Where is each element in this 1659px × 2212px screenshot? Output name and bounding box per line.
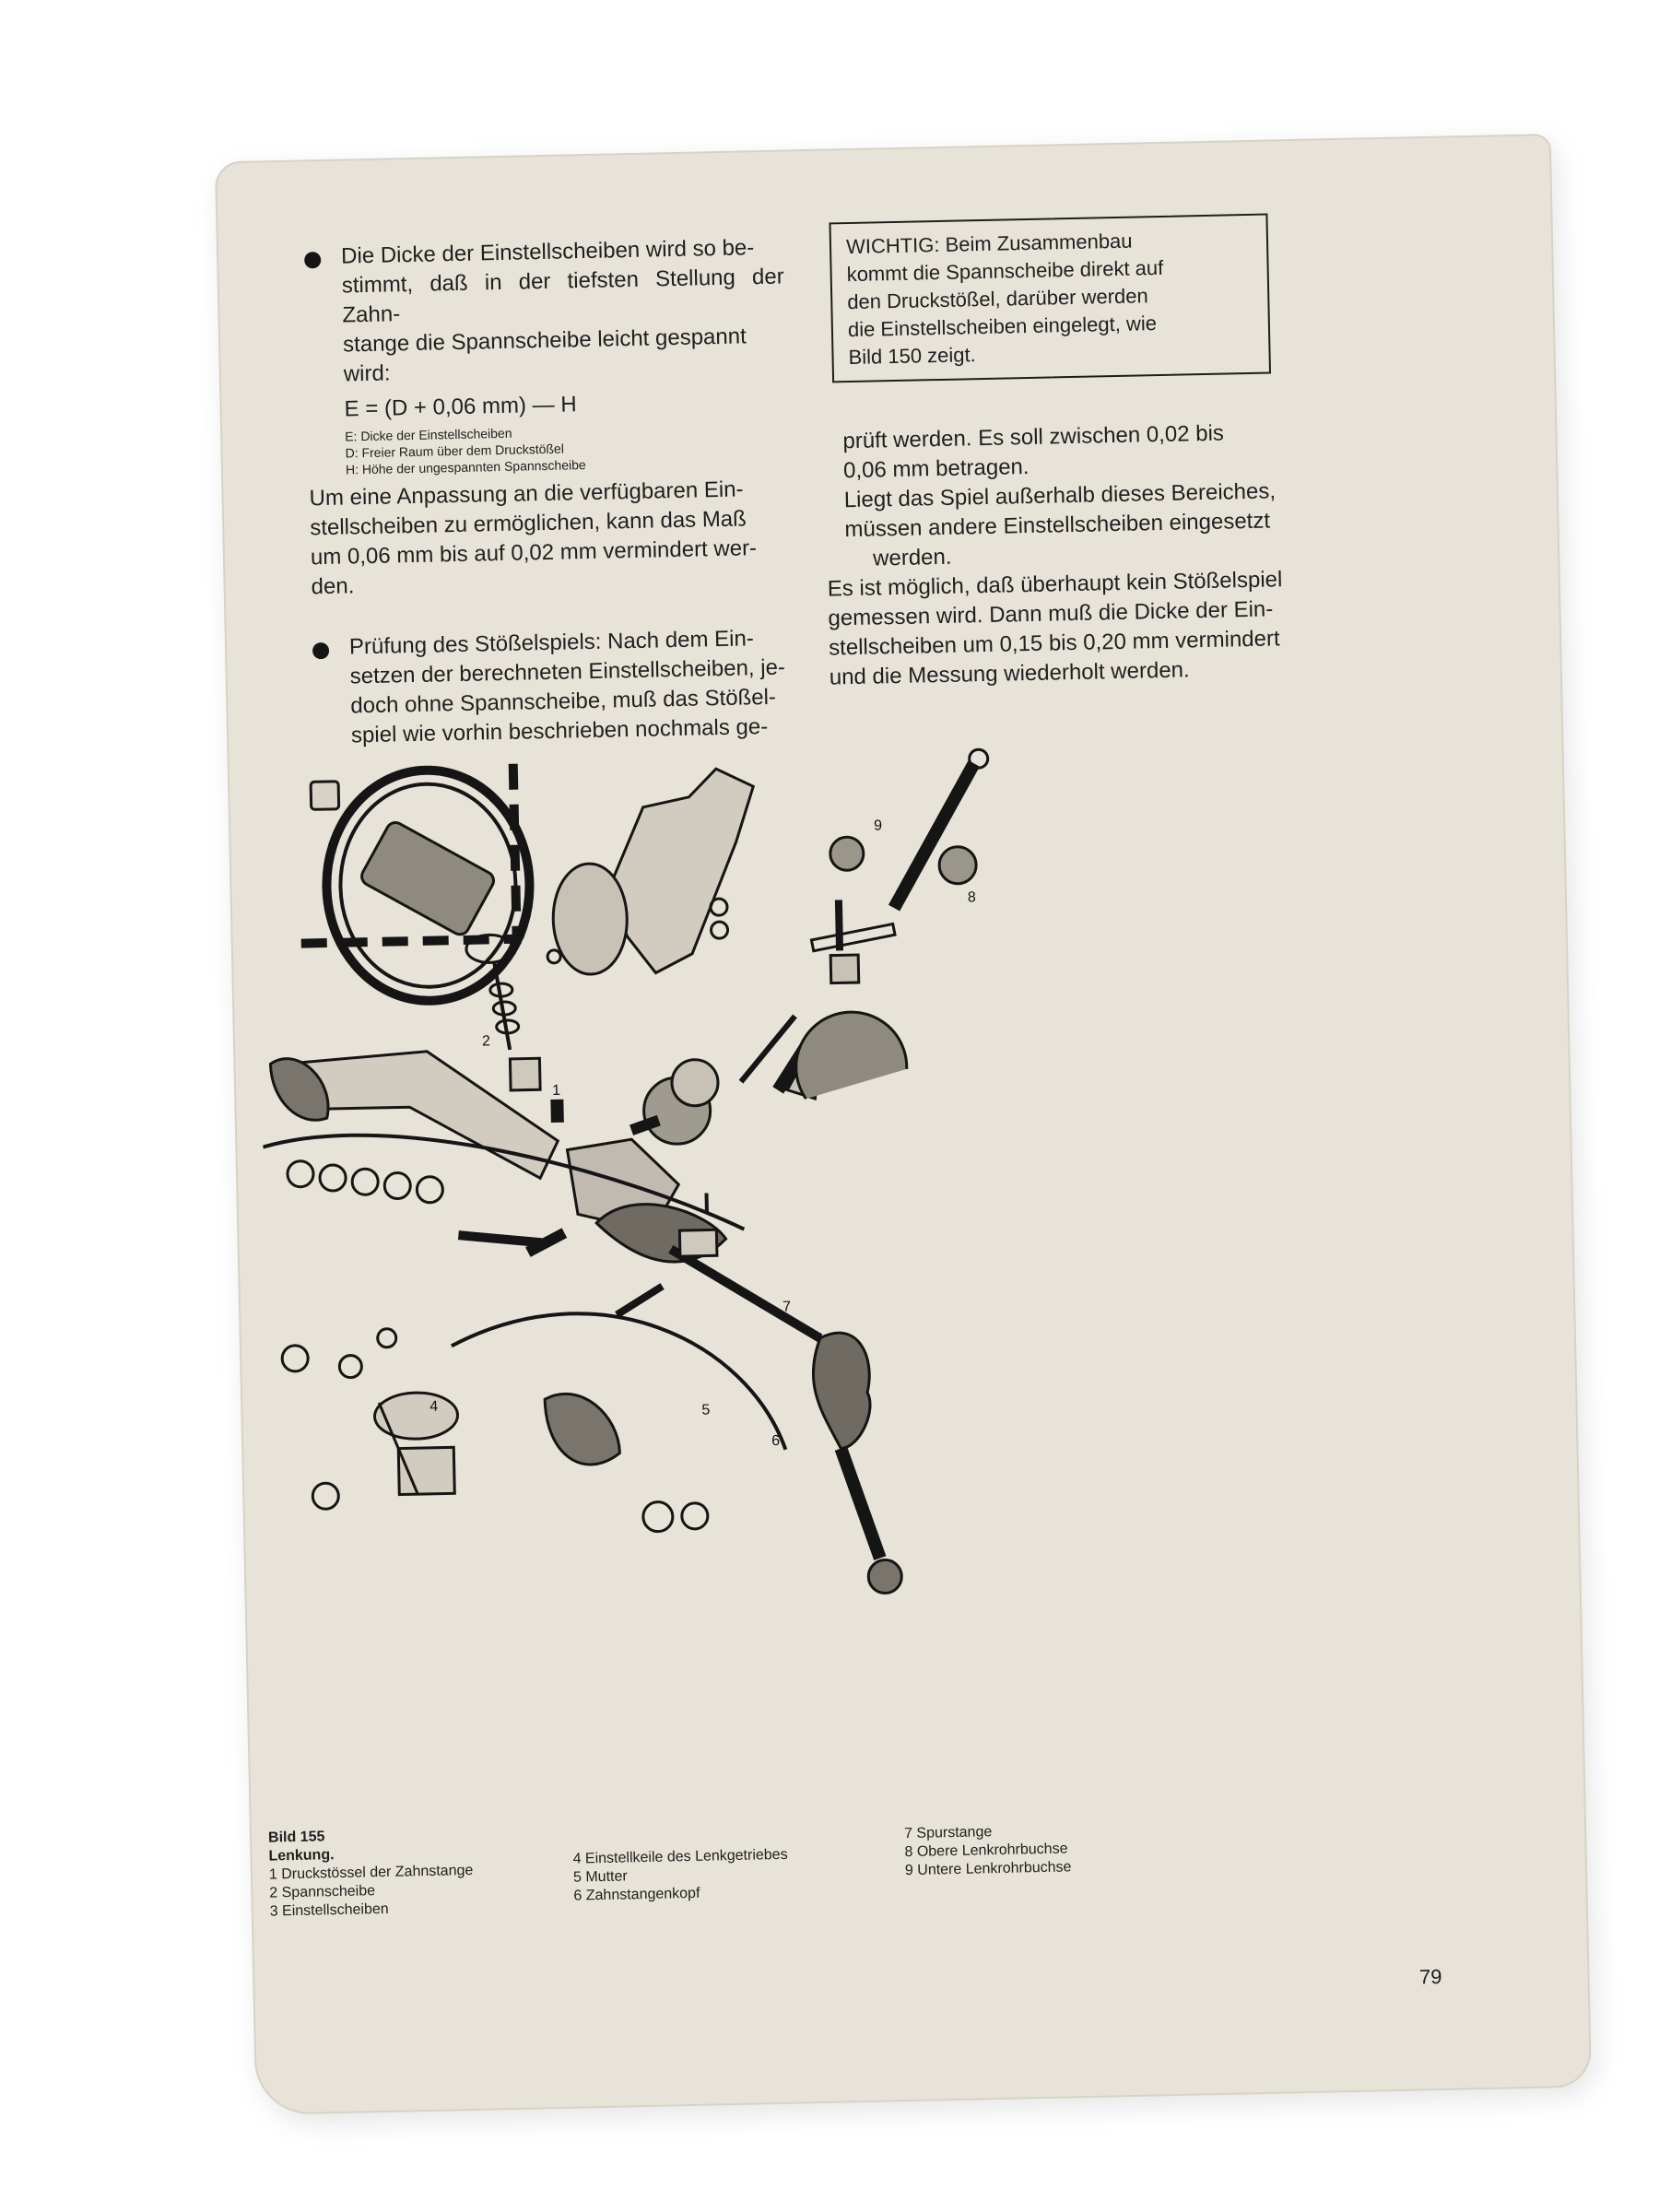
rack-lower-parts xyxy=(280,1327,710,1534)
bullet-icon xyxy=(304,252,322,269)
paragraph-play-check: Prüfung des Stößelspiels: Nach dem Ein- … xyxy=(312,623,794,751)
part-label-2: 2 xyxy=(482,1033,490,1049)
arrow-icon xyxy=(525,1228,568,1257)
part-label-5: 5 xyxy=(701,1402,710,1418)
part-label-7: 7 xyxy=(782,1300,791,1315)
arrow-icon xyxy=(550,1099,564,1124)
formula: E = (D + 0,06 mm) — H xyxy=(344,392,577,422)
right-column: WICHTIG: Beim Zusammenbau kommt die Span… xyxy=(819,213,1309,693)
adjustment-shims xyxy=(286,1159,444,1205)
paragraph-adjustment: Um eine Anpassung an die verfügbaren Ein… xyxy=(309,474,791,602)
part-label-4: 4 xyxy=(429,1399,438,1415)
paragraph-no-play: Es ist möglich, daß überhaupt kein Stöße… xyxy=(827,565,1309,693)
tie-rod-assembly xyxy=(615,1193,903,1595)
steering-rack-housing xyxy=(268,1050,728,1264)
paragraph-continued: prüft werden. Es soll zwischen 0,02 bis … xyxy=(842,418,1306,574)
caption-col-3: 7 Spurstange 8 Obere Lenkrohrbuchse 9 Un… xyxy=(904,1821,1072,1880)
caption-col-1: Bild 155 Lenkung. 1 Druckstössel der Zah… xyxy=(268,1825,474,1922)
page-number: 79 xyxy=(1418,1964,1442,1989)
part-label-9: 9 xyxy=(874,818,882,833)
text-line: stimmt, daß in der tiefsten Stellung der… xyxy=(341,264,784,328)
part-label-1: 1 xyxy=(552,1083,560,1099)
caption-item: 6 Zahnstangenkopf xyxy=(573,1885,700,1904)
paragraph-shim-thickness: Die Dicke der Einstellscheiben wird so b… xyxy=(304,233,786,391)
caption-item: 9 Untere Lenkrohrbuchse xyxy=(904,1859,1072,1879)
important-notice-box: WICHTIG: Beim Zusammenbau kommt die Span… xyxy=(829,213,1272,383)
left-column: Die Dicke der Einstellscheiben wird so b… xyxy=(304,233,794,752)
steering-exploded-diagram: 3 2 1 4 5 6 7 8 9 xyxy=(262,747,990,1595)
steering-column-upper xyxy=(546,767,756,976)
caption-col-2: 4 Einstellkeile des Lenkgetriebes 5 Mutt… xyxy=(572,1846,788,1906)
part-label-3: 3 xyxy=(516,927,524,943)
flexible-coupling xyxy=(642,1010,909,1146)
formula-legend: E: Dicke der Einstellscheiben D: Freier … xyxy=(345,418,788,477)
part-label-6: 6 xyxy=(771,1433,780,1449)
thrust-piece-stack xyxy=(465,933,542,1092)
inset-frame xyxy=(295,763,522,948)
steering-wheel-illustration xyxy=(309,765,535,1006)
part-label-8: 8 xyxy=(968,889,976,905)
arrow-icon xyxy=(629,1114,661,1135)
book-page: Die Dicke der Einstellscheiben wird so b… xyxy=(214,134,1593,2115)
bullet-icon xyxy=(312,641,330,660)
caption-item: 3 Einstellscheiben xyxy=(269,1900,389,1920)
